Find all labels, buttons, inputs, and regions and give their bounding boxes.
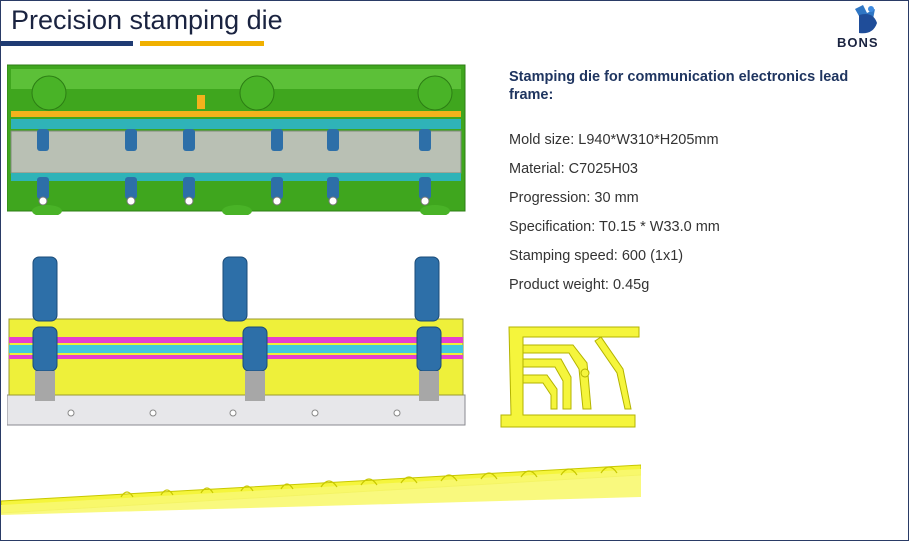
spec-mold-size: Mold size: L940*W310*H205mm bbox=[509, 132, 719, 148]
top-die-image bbox=[7, 64, 466, 215]
lead-frame-product-image bbox=[500, 326, 640, 428]
spec-material: Material: C7025H03 bbox=[509, 161, 638, 177]
spec-product-weight: Product weight: 0.45g bbox=[509, 277, 650, 293]
progressive-strip-image bbox=[1, 464, 641, 515]
spec-progression: Progression: 30 mm bbox=[509, 190, 639, 206]
title-underline-gold bbox=[140, 41, 264, 46]
spec-stamping-speed: Stamping speed: 600 (1x1) bbox=[509, 248, 684, 264]
bottom-die-image bbox=[7, 256, 466, 426]
page-title: Precision stamping die bbox=[11, 5, 283, 35]
logo-text: BONS bbox=[837, 35, 879, 50]
title-underline-blue bbox=[1, 41, 133, 46]
company-logo bbox=[855, 5, 877, 34]
spec-list: Mold size: L940*W310*H205mm Material: C7… bbox=[509, 129, 720, 303]
spec-specification: Specification: T0.15 * W33.0 mm bbox=[509, 219, 720, 235]
spec-heading: Stamping die for communication electroni… bbox=[509, 69, 849, 103]
